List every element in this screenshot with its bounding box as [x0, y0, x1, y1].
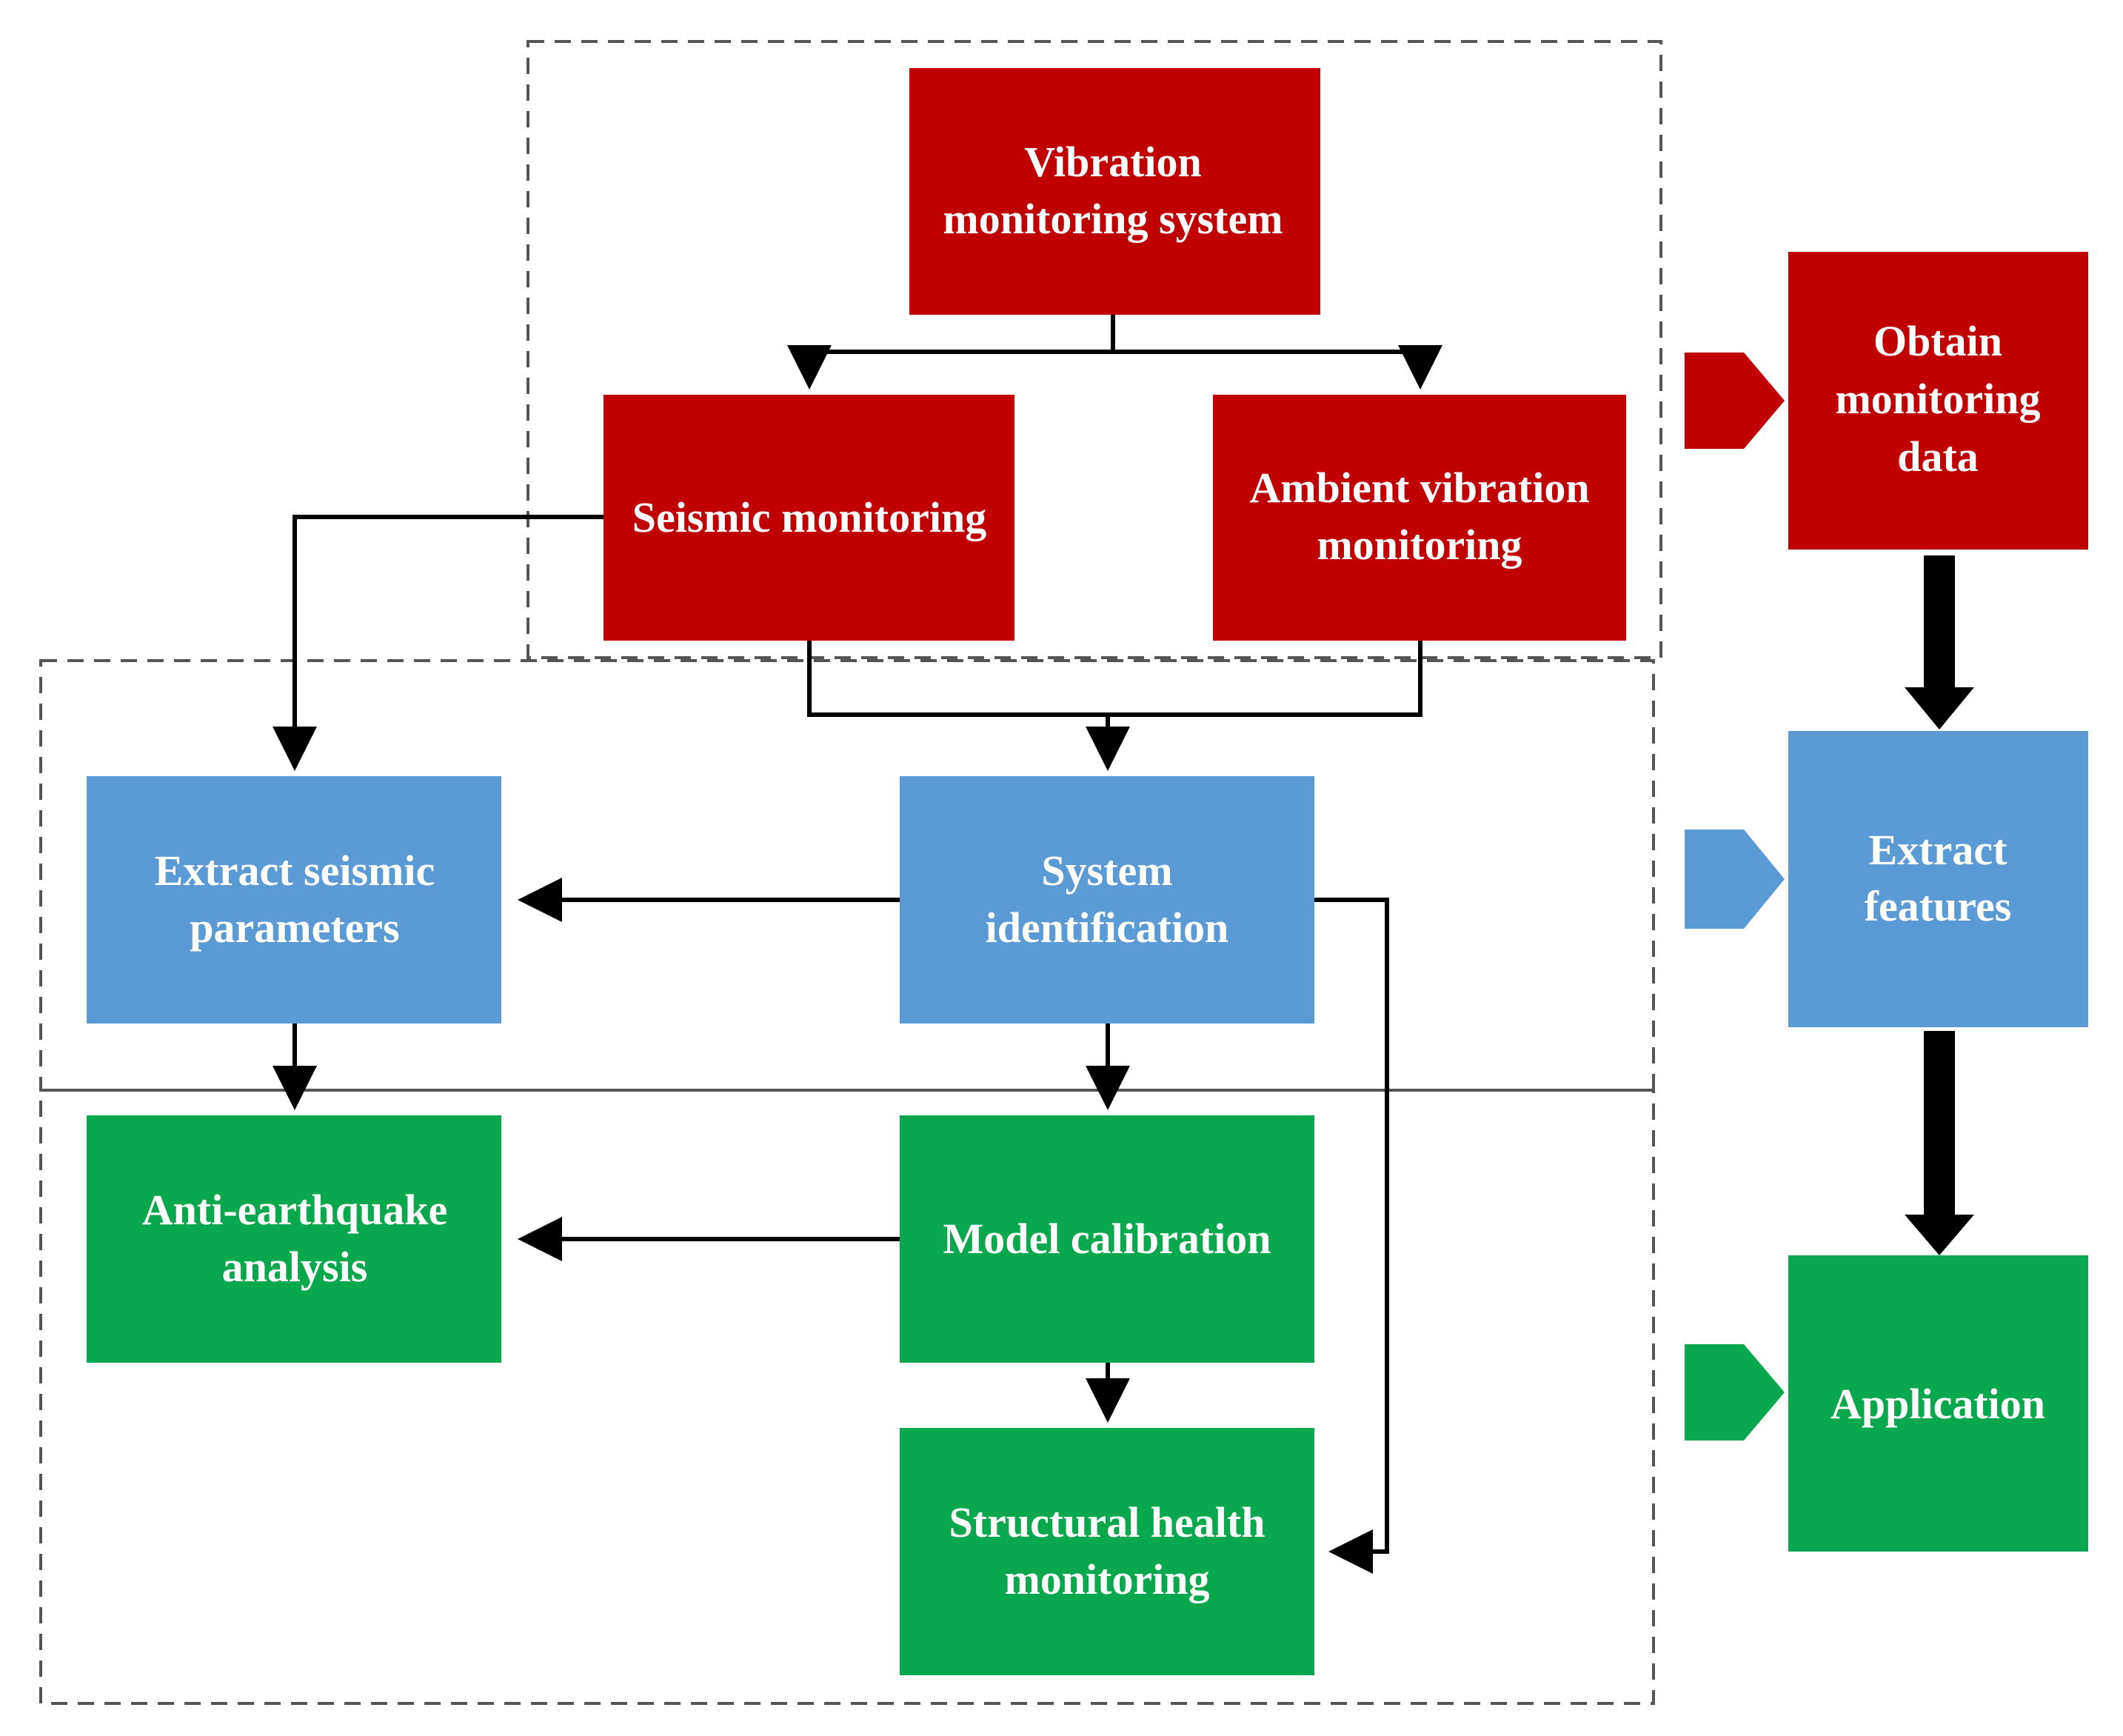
node-structural-health-line-2: monitoring: [1004, 1555, 1209, 1603]
edge-sysid-to-health: [1314, 898, 1389, 1574]
node-structural-health: Structural health monitoring: [900, 1428, 1314, 1675]
node-model-calibration: Model calibration: [900, 1115, 1314, 1363]
stage-marker-red: [1685, 353, 1785, 449]
node-anti-earthquake-line-2: analysis: [222, 1243, 368, 1291]
stage-marker-green: [1685, 1344, 1785, 1440]
node-vibration-system-line-2: monitoring system: [943, 195, 1283, 243]
stage-obtain: Obtain monitoring data: [1788, 252, 2088, 550]
stage-obtain-line-1: Obtain: [1873, 317, 2002, 365]
node-anti-earthquake-line-1: Anti-earthquake: [142, 1186, 447, 1234]
edge-vibration-to-seismic: [787, 315, 1115, 390]
monitoring-region: [526, 40, 1662, 659]
edge-vibration-to-ambient: [1113, 345, 1442, 390]
stage-arrow-1-head: [1905, 687, 1974, 730]
node-extract-seismic-line-2: parameters: [190, 904, 399, 952]
node-structural-health-line-1: Structural health: [949, 1498, 1266, 1546]
stage-extract: Extract features: [1788, 731, 2088, 1027]
feature-region: [39, 659, 1655, 1092]
node-ambient-monitoring-line-2: monitoring: [1317, 521, 1522, 569]
node-model-calibration-line-1: Model calibration: [943, 1215, 1271, 1263]
stage-arrow-1-shaft: [1924, 555, 1955, 689]
node-seismic-monitoring-line-1: Seismic monitoring: [632, 493, 986, 541]
node-system-identification-line-2: identification: [986, 904, 1229, 952]
stage-application-line-1: Application: [1831, 1380, 2045, 1428]
node-extract-seismic: Extract seismic parameters: [87, 776, 501, 1024]
node-seismic-monitoring: Seismic monitoring: [604, 395, 1014, 641]
node-ambient-monitoring: Ambient vibration monitoring: [1213, 395, 1626, 641]
stage-arrows: [1905, 555, 1974, 1255]
node-vibration-system: Vibration monitoring system: [909, 68, 1320, 315]
stage-extract-line-2: features: [1865, 882, 2012, 930]
stage-obtain-line-2: monitoring: [1835, 375, 2040, 423]
stage-application: Application: [1788, 1255, 2088, 1552]
node-system-identification-line-1: System: [1041, 847, 1172, 895]
node-ambient-monitoring-line-1: Ambient vibration: [1249, 464, 1589, 512]
edge-seismic-to-sysid: [807, 641, 1422, 717]
edge-seismic-to-extract: [273, 515, 604, 771]
node-extract-seismic-line-1: Extract seismic: [155, 847, 435, 895]
stage-arrow-2-head: [1905, 1215, 1974, 1255]
stage-obtain-line-3: data: [1897, 433, 1979, 481]
connectors: [273, 315, 1442, 1574]
node-system-identification: System identification: [900, 776, 1314, 1024]
node-vibration-system-line-1: Vibration: [1024, 138, 1202, 186]
node-anti-earthquake: Anti-earthquake analysis: [87, 1115, 501, 1363]
application-region: [39, 1089, 1655, 1705]
stage-marker-blue: [1685, 829, 1785, 929]
stage-arrow-2-shaft: [1924, 1031, 1955, 1216]
stage-extract-line-1: Extract: [1869, 826, 2007, 874]
